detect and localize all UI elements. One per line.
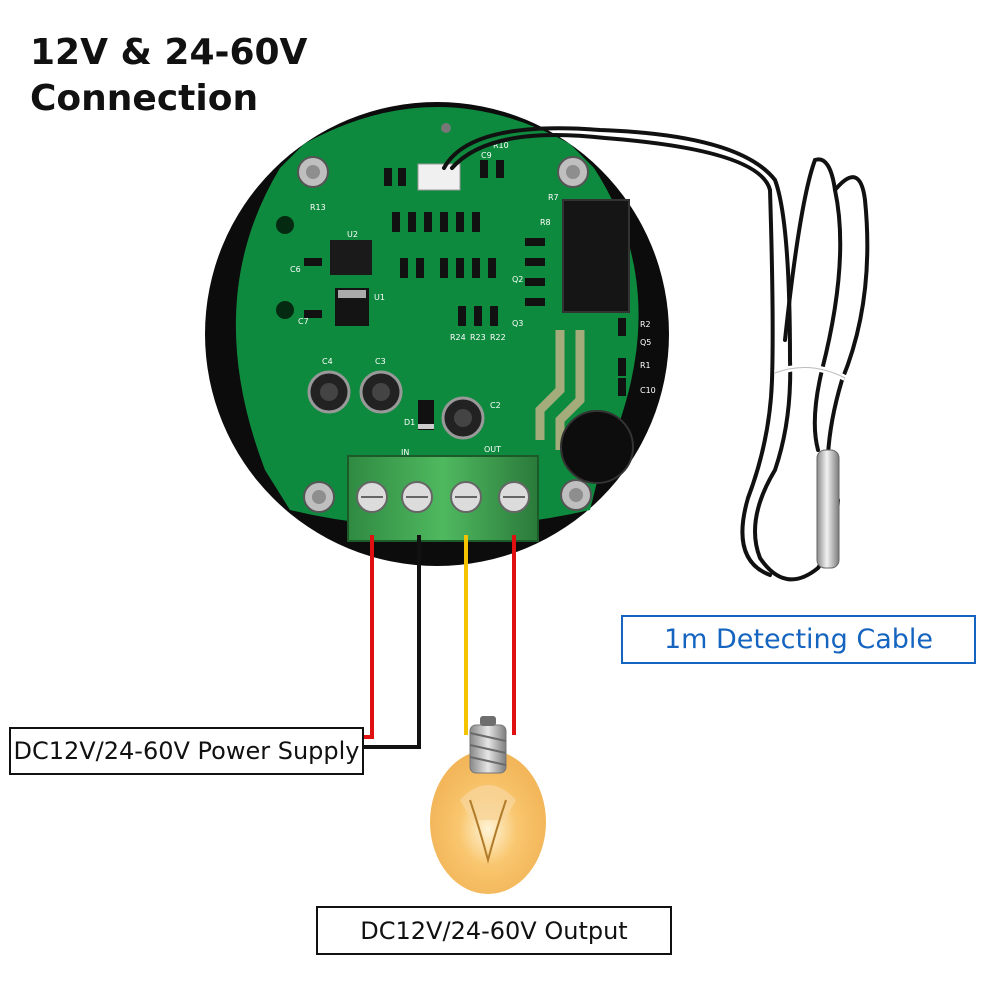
title-line-2: Connection: [30, 78, 259, 119]
label-c2: C2: [490, 401, 501, 410]
label-c6: C6: [290, 265, 301, 274]
label-r8: R8: [540, 218, 551, 227]
terminal-screw: [498, 481, 530, 513]
smd-components: [304, 160, 626, 396]
capacitor: [307, 370, 351, 414]
mounting-screw: [557, 156, 589, 188]
label-c3: C3: [375, 357, 386, 366]
label-q3: Q3: [512, 319, 523, 328]
terminal-label-in: IN: [401, 448, 409, 457]
label-q5: Q5: [640, 338, 651, 347]
mounting-screw: [560, 479, 592, 511]
detecting-cable-label: 1m Detecting Cable: [621, 615, 976, 664]
temperature-probe: [816, 449, 840, 569]
wire-black-power: [362, 535, 421, 749]
pcb-board: U2 U1 C4 C3 C2 D1 R13 C6 C7 R8 R2 R1 C10…: [235, 107, 656, 528]
label-r1: R1: [640, 361, 651, 370]
light-bulb: [430, 716, 546, 894]
label-q2: Q2: [512, 275, 523, 284]
label-r2: R2: [640, 320, 651, 329]
terminal-block: [347, 455, 539, 542]
terminal-screw: [450, 481, 482, 513]
title-line-1: 12V & 24-60V: [30, 32, 308, 73]
power-supply-label: DC12V/24-60V Power Supply: [9, 727, 364, 775]
capacitor: [441, 396, 485, 440]
wire-red-power: [362, 535, 374, 739]
label-r7: R7: [548, 193, 559, 202]
ic-chip: [330, 240, 372, 275]
output-label: DC12V/24-60V Output: [316, 906, 672, 955]
label-u2: U2: [347, 230, 358, 239]
mounting-screw: [303, 481, 335, 513]
label-r22: R22: [490, 333, 506, 342]
buzzer: [560, 410, 634, 484]
label-c4: C4: [322, 357, 333, 366]
relay: [562, 199, 630, 313]
label-c9: C9: [481, 151, 492, 160]
label-u1: U1: [374, 293, 385, 302]
label-c10: C10: [640, 386, 656, 395]
diagram-title: 12V & 24-60V Connection: [30, 30, 307, 122]
label-c7: C7: [298, 317, 309, 326]
component-silkscreen: U2 U1 C4 C3 C2 D1 R13 C6 C7 R8 R2 R1 C10…: [290, 141, 656, 457]
label-r24: R24: [450, 333, 466, 342]
label-d1: D1: [404, 418, 415, 427]
mounting-screw: [297, 156, 329, 188]
label-r23: R23: [470, 333, 486, 342]
cable-tie: [773, 364, 847, 381]
capacitor: [359, 370, 403, 414]
detecting-cable: [442, 126, 870, 582]
terminal-screw: [401, 481, 433, 513]
terminal-label-out: OUT: [484, 445, 501, 454]
voltage-regulator: [335, 288, 369, 326]
diode: [418, 400, 434, 430]
label-r13: R13: [310, 203, 326, 212]
terminal-screw: [356, 481, 388, 513]
label-r10: R10: [493, 141, 509, 150]
